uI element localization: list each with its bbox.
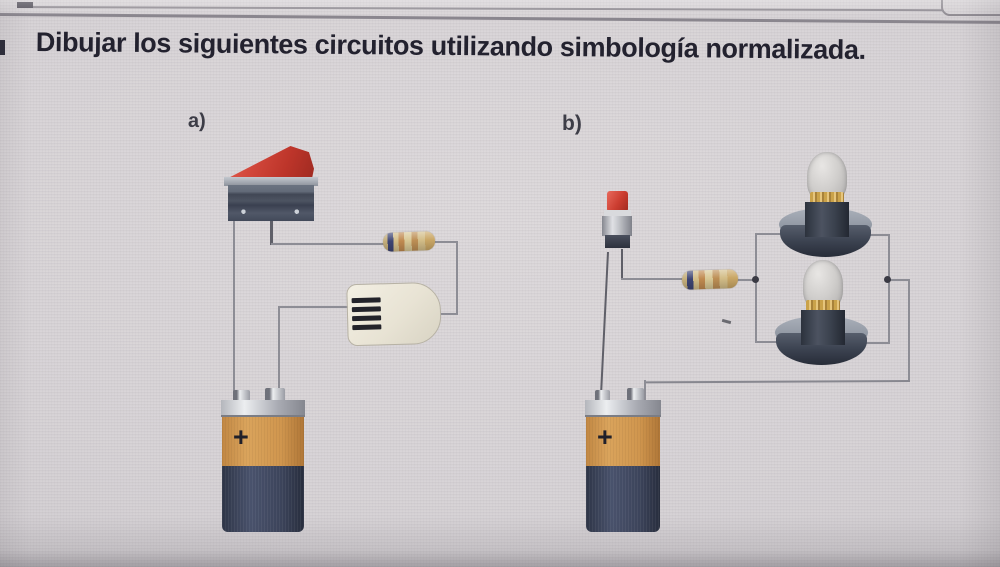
battery-b-orange-band — [585, 417, 661, 466]
battery-b-plus-label: + — [597, 422, 613, 452]
battery-a-cap — [221, 400, 305, 417]
wire-a-switch-lead — [270, 214, 273, 245]
switch-flange — [224, 177, 318, 186]
resistor-a — [382, 231, 436, 252]
push-button-body — [602, 216, 632, 236]
battery-a-orange-band — [221, 417, 305, 466]
wire-b-return-to-battery — [644, 380, 646, 406]
rocker-switch — [222, 144, 318, 221]
paper-speck — [721, 318, 732, 325]
wire-junction-dot-right — [884, 276, 891, 283]
wire-a-buzzer-to-left — [279, 306, 349, 308]
resistor-b — [681, 269, 739, 290]
battery-b-positive-terminal — [627, 388, 644, 402]
wire-b-button-to-battery-left — [599, 251, 609, 405]
battery-a-positive-terminal — [265, 388, 285, 402]
page-edge-text-fragment — [0, 40, 5, 55]
corner-box-fragment — [941, 0, 1000, 16]
battery-a-plus-label: + — [233, 422, 249, 452]
push-button-base — [605, 235, 630, 248]
bulb-socket — [805, 202, 849, 237]
wire-b-bulb-bottom-right — [860, 342, 890, 344]
buzzer-grill-stripe — [352, 324, 382, 331]
wire-a-resistor-to-corner — [431, 241, 458, 243]
circuit-a-label: a) — [187, 109, 206, 133]
instruction-heading: Dibujar los siguientes circuitos utiliza… — [35, 27, 866, 65]
battery-b-cap — [585, 400, 661, 417]
wire-b-to-bulb-bottom-left — [755, 341, 782, 343]
bulb-socket — [801, 310, 845, 345]
wire-junction-dot-left — [752, 276, 759, 283]
bulb-filament-collar — [810, 192, 844, 205]
wire-a-switch-to-resistor — [271, 243, 387, 245]
wire-b-bulb-top-right — [866, 234, 890, 236]
secondary-rule — [0, 13, 1000, 24]
wire-b-resistor-to-junction — [733, 279, 758, 281]
wire-a-drop-to-buzzer — [437, 313, 458, 315]
light-bulb-top — [779, 150, 872, 260]
battery-b: + — [585, 388, 661, 536]
wire-b-left-rail — [755, 233, 757, 343]
wire-b-button-lead — [621, 249, 623, 280]
wire-a-right-drop — [456, 241, 458, 315]
bulb-filament-collar — [806, 300, 840, 313]
wire-b-junction-to-outer — [888, 279, 910, 281]
push-button — [596, 190, 636, 254]
rule-start-smudge — [17, 2, 33, 8]
buzzer-grill-stripe — [351, 306, 381, 313]
battery-a-negative-terminal — [233, 390, 250, 402]
wire-b-button-to-resistor — [621, 278, 685, 280]
buzzer-grill-stripe — [352, 315, 382, 322]
battery-a: + — [221, 388, 305, 536]
push-button-neck — [604, 210, 631, 217]
switch-body — [228, 185, 314, 221]
battery-a-navy-band — [221, 466, 305, 532]
top-rule — [17, 6, 943, 12]
light-bulb-bottom — [775, 258, 868, 368]
buzzer-grill-stripe — [351, 297, 381, 304]
wire-b-right-rail — [888, 234, 890, 344]
wire-b-outer-drop — [908, 279, 910, 382]
push-button-cap-red — [607, 191, 628, 212]
battery-b-negative-terminal — [595, 390, 610, 402]
battery-b-navy-band — [585, 466, 661, 532]
wire-a-left-to-battery-right — [278, 306, 280, 403]
buzzer — [346, 281, 442, 347]
wire-a-switch-to-battery-left — [233, 216, 235, 406]
circuit-b-label: b) — [562, 112, 582, 135]
wire-b-bottom-return — [643, 380, 911, 384]
wire-b-to-bulb-top-left — [755, 233, 786, 235]
